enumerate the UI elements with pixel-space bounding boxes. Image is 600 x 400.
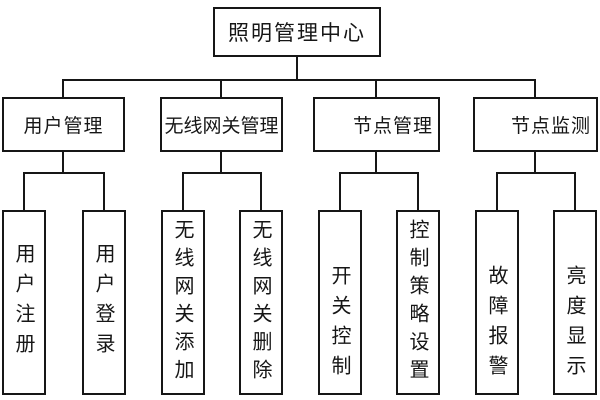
node-label: 节点监测 [510, 115, 591, 137]
node-wireless-gateway-management: 无线网关管理 [160, 97, 283, 152]
connector-line [534, 152, 536, 172]
connector-line [23, 172, 105, 174]
connector-line [62, 79, 64, 97]
connector-line [182, 172, 184, 210]
connector-line [339, 172, 419, 174]
connector-line [23, 172, 25, 210]
node-label: 无线网关添加 [171, 218, 195, 387]
node-wireless-gateway-add: 无线网关添加 [161, 210, 205, 395]
connector-line [62, 79, 536, 81]
connector-line [220, 79, 222, 97]
node-label: 控制策略设置 [406, 218, 430, 387]
node-user-registration: 用户注册 [2, 210, 46, 395]
node-label: 照明管理中心 [228, 21, 366, 45]
connector-line [417, 172, 419, 210]
connector-line [260, 172, 262, 210]
connector-line [103, 172, 105, 210]
connector-line [375, 152, 377, 172]
node-label: 用户管理 [23, 115, 104, 137]
connector-line [62, 152, 64, 172]
node-fault-alarm: 故障报警 [475, 210, 519, 395]
node-label: 故障报警 [485, 265, 509, 385]
connector-line [534, 79, 536, 97]
connector-line [574, 172, 576, 210]
node-wireless-gateway-delete: 无线网关删除 [239, 210, 283, 395]
node-switch-control: 开关控制 [318, 210, 362, 395]
connector-line [496, 172, 498, 210]
connector-line [339, 172, 341, 210]
node-label: 无线网关删除 [249, 218, 273, 387]
node-brightness-display: 亮度显示 [553, 210, 597, 395]
connector-line [296, 57, 298, 79]
node-control-strategy-settings: 控制策略设置 [396, 210, 440, 395]
node-label: 开关控制 [328, 265, 352, 385]
node-user-management: 用户管理 [2, 97, 125, 152]
node-label: 用户登录 [92, 242, 116, 363]
connector-line [220, 152, 222, 172]
connector-line [375, 79, 377, 97]
node-label: 用户注册 [12, 242, 36, 363]
connector-line [182, 172, 262, 174]
node-node-monitoring: 节点监测 [473, 97, 598, 152]
node-lighting-management-center: 照明管理中心 [213, 7, 381, 57]
node-user-login: 用户登录 [82, 210, 126, 395]
node-label: 亮度显示 [563, 265, 587, 385]
node-label: 无线网关管理 [164, 115, 279, 137]
connector-line [496, 172, 576, 174]
node-node-management: 节点管理 [313, 97, 440, 152]
node-label: 节点管理 [352, 115, 433, 137]
